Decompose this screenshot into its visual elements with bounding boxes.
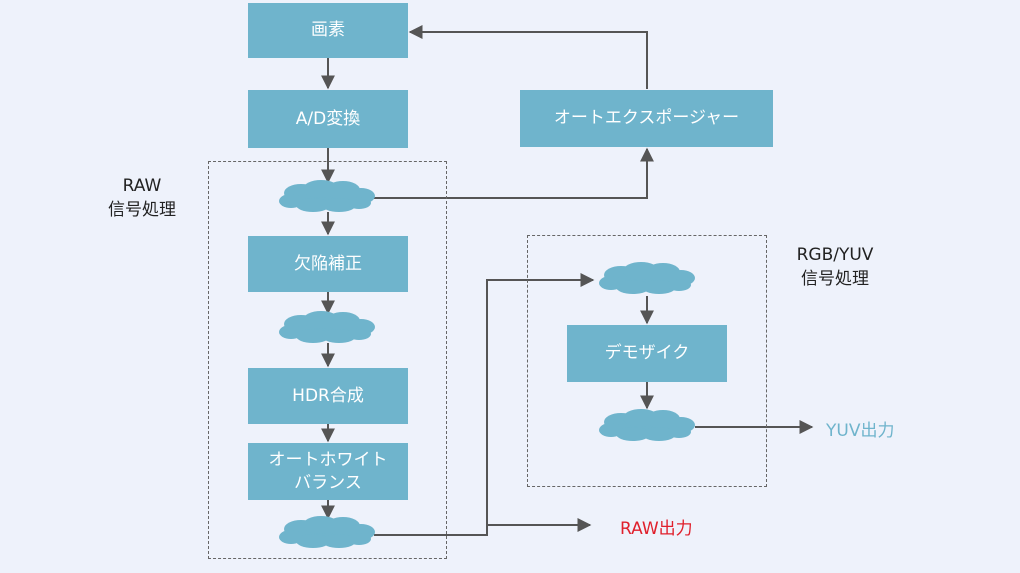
- awb-node: オートホワイト バランス: [248, 443, 408, 500]
- arrow-auto-exposure-to-pixel: [408, 25, 648, 89]
- raw-group-label: RAW 信号処理: [108, 176, 176, 220]
- defect-correction-node: 欠陥補正: [248, 236, 408, 292]
- arrow-cloud3-to-raw-output: [374, 518, 592, 536]
- raw-output-label: RAW出力: [620, 519, 693, 539]
- rgb-yuv-processing-group: [527, 235, 767, 487]
- demosaic-node: デモザイク: [567, 325, 727, 382]
- pixel-node: 画素: [248, 3, 408, 58]
- raw-processing-group: [208, 161, 447, 559]
- hdr-node: HDR合成: [248, 368, 408, 424]
- rgb-group-label: RGB/YUV 信号処理: [796, 245, 874, 289]
- yuv-output-label: YUV出力: [826, 421, 895, 441]
- auto-exposure-node: オートエクスポージャー: [520, 90, 773, 147]
- arrow-branch-to-rgb-cloud: [486, 273, 595, 525]
- arrow-cloud1-to-auto-exposure: [374, 147, 654, 199]
- adc-node: A/D変換: [248, 90, 408, 148]
